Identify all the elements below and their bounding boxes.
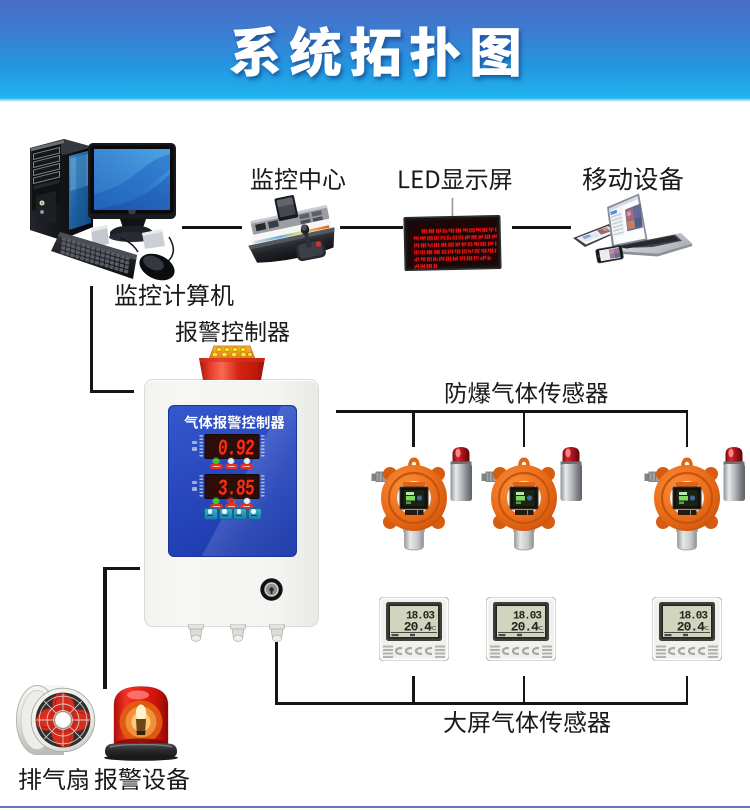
svg-text:3.85: 3.85 [217, 476, 255, 499]
svg-text:8: 8 [208, 476, 219, 499]
svg-text:8: 8 [208, 436, 219, 459]
svg-text:0.92: 0.92 [217, 436, 255, 459]
